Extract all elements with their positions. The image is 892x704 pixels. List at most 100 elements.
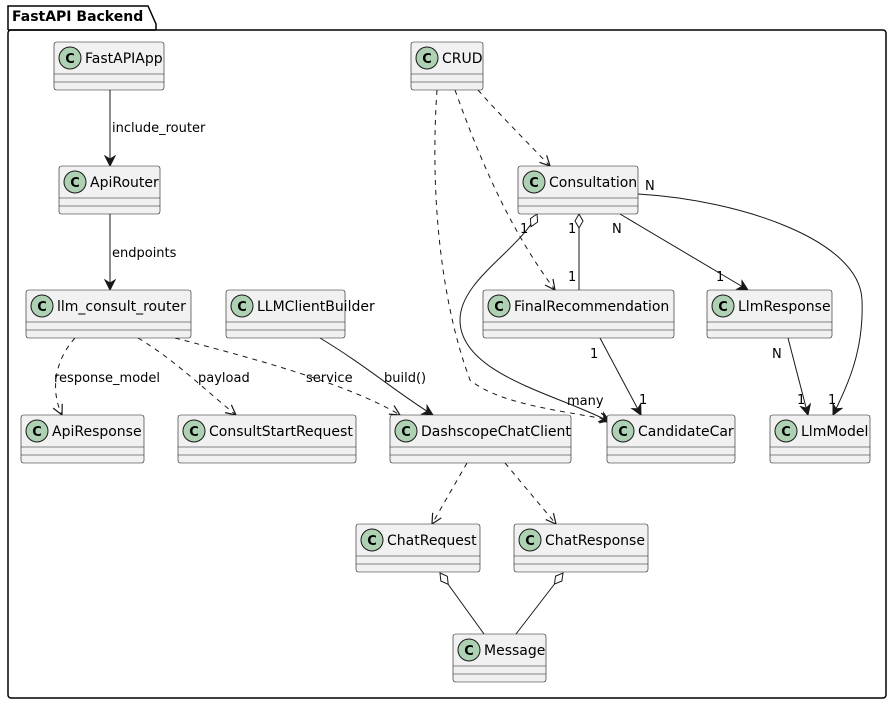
edge-consultation-llmmodel — [637, 193, 863, 415]
edge-chatrequest-message — [439, 572, 485, 635]
class-consultstartrequest[interactable]: C ConsultStartRequest — [177, 414, 357, 464]
label-payload: payload — [198, 371, 250, 386]
class-dashscopechatclient[interactable]: C DashscopeChatClient — [389, 414, 572, 464]
class-name: CandidateCar — [638, 424, 734, 440]
label-many: many — [567, 394, 604, 409]
edge-dashscope-chatrequest — [432, 462, 468, 524]
mult-llmresp-model-src: N — [772, 347, 782, 362]
class-name: Message — [484, 643, 545, 659]
edges — [56, 89, 863, 635]
edge-labels: include_router endpoints response_model … — [54, 121, 836, 409]
class-stereotype-icon — [30, 294, 54, 318]
label-response-model: response_model — [54, 371, 160, 386]
class-name: Consultation — [549, 175, 637, 191]
mult-final-cand-src: 1 — [590, 347, 598, 362]
class-name: LlmResponse — [738, 299, 831, 315]
edge-crud-consultation — [477, 89, 550, 166]
label-include-router: include_router — [112, 121, 206, 136]
class-box — [606, 414, 736, 464]
edge-builder-dashscope — [319, 337, 433, 415]
class-fastapiapp[interactable]: C FastAPIApp — [53, 41, 165, 91]
class-box — [225, 289, 346, 339]
class-box — [20, 414, 145, 464]
class-stereotype-icon — [487, 294, 511, 318]
class-crud[interactable]: C CRUD — [410, 41, 484, 91]
class-stereotype-icon — [360, 528, 384, 552]
class-stereotype-icon — [63, 170, 87, 194]
edge-finalrec-candidatecar — [599, 337, 641, 415]
edge-crud-finalrec — [454, 89, 555, 290]
class-box — [177, 414, 357, 464]
class-marker-letter: C — [189, 425, 199, 440]
class-name: FinalRecommendation — [514, 299, 669, 315]
edge-consultation-llmresponse — [619, 213, 748, 290]
edge-consultation-candidatecar — [459, 214, 610, 422]
class-name: CRUD — [442, 51, 483, 67]
class-stereotype-icon — [457, 638, 481, 662]
class-marker-letter: C — [32, 425, 42, 440]
package-title: FastAPI Backend — [12, 9, 143, 25]
edge-llmrouter-dashscope — [174, 337, 400, 415]
mult-consult-llmmodel-dst: 1 — [828, 393, 836, 408]
mult-consult-llmmodel-src: N — [645, 179, 655, 194]
class-name: ApiResponse — [52, 424, 142, 440]
class-box — [706, 289, 833, 339]
class-candidatecar[interactable]: C CandidateCar — [606, 414, 736, 464]
class-consultation[interactable]: C Consultation — [517, 165, 639, 215]
class-stereotype-icon — [394, 419, 418, 443]
class-chatresponse[interactable]: C ChatResponse — [513, 523, 649, 573]
class-name: DashscopeChatClient — [421, 424, 571, 440]
class-box — [517, 165, 639, 215]
label-service: service — [306, 371, 353, 386]
mult-llmresp-model-dst: 1 — [797, 393, 805, 408]
class-stereotype-icon — [522, 170, 546, 194]
class-stereotype-icon — [25, 419, 49, 443]
class-marker-letter: C — [401, 425, 411, 440]
class-name: ConsultStartRequest — [209, 424, 353, 440]
class-stereotype-icon — [774, 419, 798, 443]
class-marker-letter: C — [422, 52, 432, 67]
class-marker-letter: C — [718, 300, 728, 315]
class-finalrecommendation[interactable]: C FinalRecommendation — [482, 289, 675, 339]
class-marker-letter: C — [618, 425, 628, 440]
class-name: FastAPIApp — [85, 51, 163, 67]
class-marker-letter: C — [525, 534, 535, 549]
class-name: llm_consult_router — [57, 299, 186, 315]
class-stereotype-icon — [611, 419, 635, 443]
class-apiresponse[interactable]: C ApiResponse — [20, 414, 145, 464]
class-stereotype-icon — [182, 419, 206, 443]
class-stereotype-icon — [415, 46, 439, 70]
class-stereotype-icon — [230, 294, 254, 318]
class-marker-letter: C — [367, 534, 377, 549]
class-stereotype-icon — [711, 294, 735, 318]
class-box — [389, 414, 572, 464]
class-llmresponse[interactable]: C LlmResponse — [706, 289, 833, 339]
class-apirouter[interactable]: C ApiRouter — [58, 165, 161, 215]
edge-llmrouter-apiresponse — [56, 337, 76, 415]
class-name: ChatResponse — [545, 533, 645, 549]
edge-chatresponse-message — [515, 572, 564, 635]
class-marker-letter: C — [65, 52, 75, 67]
mult-consult-llmresp-src: N — [612, 222, 622, 237]
class-box — [355, 523, 481, 573]
package-frame: FastAPI Backend — [7, 5, 887, 699]
mult-final-cand-dst: 1 — [639, 393, 647, 408]
mult-consult-cand-src: 1 — [520, 222, 528, 237]
edge-dashscope-chatresponse — [504, 462, 556, 524]
label-build: build() — [384, 371, 426, 386]
class-name: ApiRouter — [90, 175, 159, 191]
class-marker-letter: C — [781, 425, 791, 440]
class-stereotype-icon — [58, 46, 82, 70]
mult-consult-llmresp-dst: 1 — [716, 270, 724, 285]
class-marker-letter: C — [529, 176, 539, 191]
class-marker-letter: C — [494, 300, 504, 315]
class-marker-letter: C — [70, 176, 80, 191]
edge-crud-candidatecar — [434, 89, 610, 420]
